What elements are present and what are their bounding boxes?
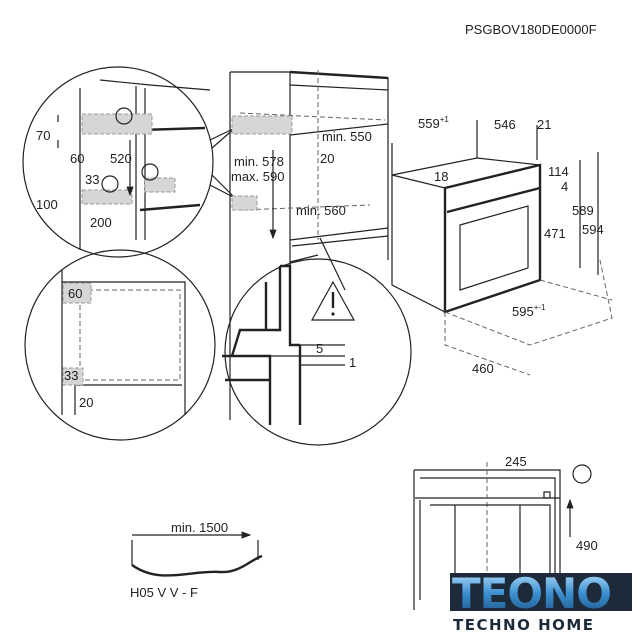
detail-wall-socket: 70 60 520 33 100 200 <box>22 66 214 258</box>
dim-100: 100 <box>36 197 58 212</box>
cable-drawing: min. 1500 H05 V V - F <box>130 520 263 600</box>
logo-tagline: TECHNO HOME <box>453 616 595 634</box>
cable-type: H05 V V - F <box>130 585 198 600</box>
oven-drawing: 559+1 546 21 18 114 4 589 594 471 595+-1… <box>391 115 613 376</box>
dim-width: 595+-1 <box>512 303 546 319</box>
dim-door-height: 471 <box>544 226 566 241</box>
dim-depth: min. 550 <box>322 129 372 144</box>
rear-view-drawing: 245 490 <box>413 454 598 610</box>
dim-gap-1: 1 <box>349 355 356 370</box>
dim-gap-5: 5 <box>316 341 323 356</box>
warning-triangle-icon <box>310 280 356 321</box>
dim-offset: 20 <box>79 395 93 410</box>
dim-panel: 114 <box>548 164 569 179</box>
dim-200: 200 <box>90 215 112 230</box>
dim-door-gap: 4 <box>561 179 568 194</box>
dim-top: 60 <box>68 286 82 301</box>
logo-name: TEONO <box>452 569 611 618</box>
model-code: PSGBOV180DE0000F <box>465 22 597 37</box>
socket-offset: 245 <box>505 454 527 469</box>
dim-60: 60 <box>70 151 84 166</box>
dim-depth-body: 559+1 <box>418 115 449 131</box>
dim-gap: 20 <box>320 151 334 166</box>
dim-door: 21 <box>537 117 551 132</box>
dim-33: 33 <box>85 172 99 187</box>
dim-520: 520 <box>110 151 132 166</box>
dim-bottom: 33 <box>64 368 78 383</box>
dim-height-body: 589 <box>572 203 594 218</box>
dim-depth-total: 546 <box>494 117 516 132</box>
dim-height-max: max. 590 <box>231 169 284 184</box>
detail-side-view: 60 33 20 <box>24 249 216 441</box>
dim-top-gap: 18 <box>434 169 448 184</box>
dim-70: 70 <box>36 128 50 143</box>
dim-cutout-depth: 460 <box>472 361 494 376</box>
callout-pointer <box>209 127 236 199</box>
dim-height-total: 594 <box>582 222 604 237</box>
teono-logo: TEONO TECHNO HOME <box>450 569 632 634</box>
detail-edge: 5 1 <box>222 237 412 446</box>
cabinet-drawing: min. 550 20 min. 578 max. 590 min. 560 <box>229 70 389 420</box>
dim-height-min: min. 578 <box>234 154 284 169</box>
socket-height: 490 <box>576 538 598 553</box>
cable-length: min. 1500 <box>171 520 228 535</box>
dim-width: min. 560 <box>296 203 346 218</box>
